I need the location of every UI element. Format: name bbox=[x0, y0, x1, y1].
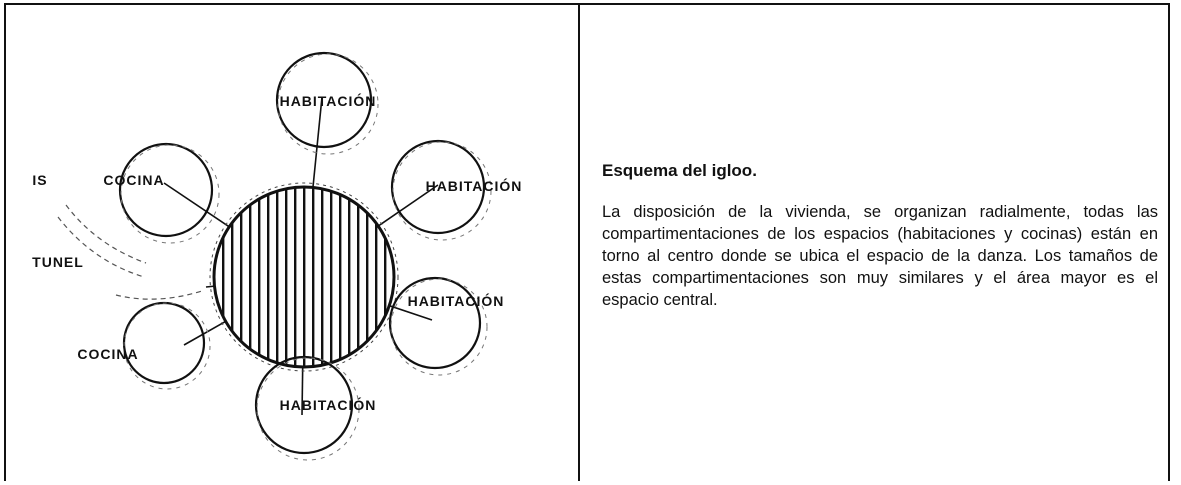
room-label-lower-right: HABITACIÓN bbox=[408, 292, 505, 309]
entrance-label-tunnel: TUNEL bbox=[32, 254, 84, 270]
description-cell: Esquema del igloo. La disposición de la … bbox=[602, 161, 1158, 311]
igloo-diagram: HABITACIÓN HABITACIÓN HABITACIÓN HABITAC… bbox=[32, 51, 523, 461]
layout-table: HABITACIÓN HABITACIÓN HABITACIÓN HABITAC… bbox=[4, 3, 1170, 481]
room-lower-right bbox=[388, 276, 488, 376]
description-paragraph: La disposición de la vivienda, se organi… bbox=[602, 203, 1158, 309]
table-divider bbox=[578, 5, 580, 481]
entrance-tunnel bbox=[57, 204, 203, 300]
description-title: Esquema del igloo. bbox=[602, 161, 757, 180]
entrance-label-is: IS bbox=[32, 172, 47, 188]
room-upper-right bbox=[390, 139, 492, 241]
igloo-diagram-cell: HABITACIÓN HABITACIÓN HABITACIÓN HABITAC… bbox=[6, 5, 578, 481]
room-label-lower-left: COCINA bbox=[77, 346, 138, 362]
room-top bbox=[275, 51, 379, 155]
room-lower-left bbox=[122, 301, 211, 390]
room-label-upper-left: COCINA bbox=[103, 172, 164, 188]
central-dance-space bbox=[209, 182, 399, 372]
room-label-upper-right: HABITACIÓN bbox=[426, 177, 523, 194]
room-bottom bbox=[254, 355, 360, 461]
room-label-bottom: HABITACIÓN bbox=[280, 396, 377, 413]
room-label-top: HABITACIÓN bbox=[280, 92, 377, 109]
room-upper-left bbox=[118, 142, 220, 244]
